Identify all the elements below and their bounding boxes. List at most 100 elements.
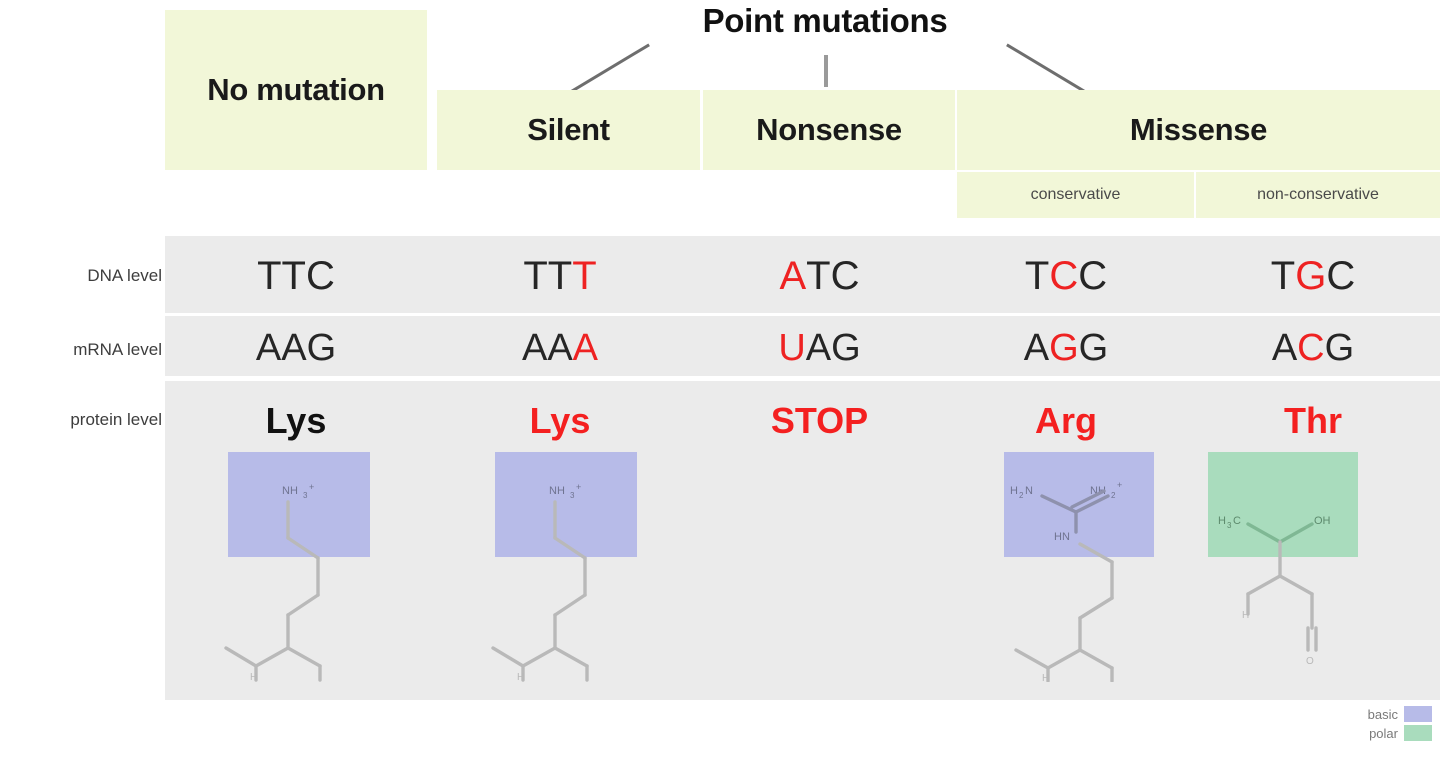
- legend-item-polar: polar: [1369, 725, 1432, 741]
- header-subtype-non-conservative: non-conservative: [1196, 172, 1440, 218]
- row-band-mrna: [165, 316, 1440, 376]
- header-no-mutation-label: No mutation: [207, 72, 385, 107]
- connector-line-missense: [1006, 43, 1090, 96]
- legend-item-basic: basic: [1368, 706, 1432, 722]
- mutated-base: U: [778, 326, 806, 369]
- base: C: [1078, 253, 1108, 298]
- svg-text:+: +: [1117, 480, 1122, 490]
- row-label-mrna: mRNA level: [73, 340, 162, 359]
- molecule-lysine-no-mutation: NH 3 + H: [170, 452, 430, 682]
- svg-text:2: 2: [1019, 491, 1024, 500]
- legend-swatch-basic: [1404, 706, 1432, 722]
- svg-text:H: H: [1218, 515, 1226, 527]
- row-label-dna: DNA level: [87, 266, 162, 285]
- base: T: [1024, 253, 1050, 298]
- svg-text:O: O: [1306, 656, 1314, 667]
- base: AG: [805, 326, 861, 369]
- base: C: [1326, 253, 1356, 298]
- base: T: [1270, 253, 1296, 298]
- base: G: [1078, 326, 1109, 369]
- threonine-structure-icon: H 3 C OH H O: [1208, 452, 1358, 667]
- header-category-missense: Missense: [957, 90, 1440, 170]
- connector-line-silent: [566, 43, 650, 96]
- connector-line-nonsense: [824, 55, 828, 87]
- molecule-arginine: H 2 N NH 2 + HN: [950, 452, 1210, 682]
- svg-text:H: H: [1242, 610, 1249, 621]
- svg-text:+: +: [309, 482, 314, 492]
- protein-nonsense: STOP: [693, 392, 946, 450]
- header-category-nonsense-label: Nonsense: [756, 112, 902, 147]
- mutated-base: G: [1295, 253, 1327, 298]
- svg-text:NH: NH: [1090, 485, 1106, 497]
- header-category-silent: Silent: [437, 90, 700, 170]
- legend-label-polar: polar: [1369, 725, 1398, 741]
- mutated-base: G: [1049, 326, 1079, 369]
- protein-label: STOP: [770, 400, 869, 441]
- header-subtype-conservative-label: conservative: [1030, 186, 1121, 203]
- base: A: [1271, 326, 1298, 369]
- base: TTC: [257, 253, 335, 298]
- header-no-mutation: No mutation: [165, 10, 427, 170]
- svg-text:NH: NH: [549, 485, 565, 497]
- mutated-base: T: [572, 253, 597, 298]
- header-subtype-non-conservative-label: non-conservative: [1257, 186, 1379, 203]
- legend-swatch-polar: [1404, 725, 1432, 741]
- protein-missense-conservative: Arg: [946, 392, 1186, 450]
- mutated-base: C: [1297, 326, 1325, 369]
- svg-text:3: 3: [1227, 521, 1232, 530]
- mutated-base: C: [1049, 253, 1079, 298]
- svg-text:NH: NH: [282, 485, 298, 497]
- protein-silent: Lys: [427, 392, 693, 450]
- row-band-dna: [165, 236, 1440, 313]
- protein-label: Lys: [265, 400, 327, 441]
- molecule-lysine-silent: NH 3 + H: [437, 452, 697, 682]
- svg-text:H: H: [517, 672, 524, 682]
- base: AA: [521, 326, 573, 369]
- dna-codon-no-mutation: TTC: [165, 245, 427, 307]
- svg-text:OH: OH: [1314, 515, 1331, 527]
- base: AAG: [255, 326, 337, 369]
- svg-text:C: C: [1233, 515, 1241, 527]
- base: G: [1324, 326, 1355, 369]
- svg-text:3: 3: [570, 491, 575, 500]
- header-subtype-conservative: conservative: [957, 172, 1194, 218]
- svg-text:3: 3: [303, 491, 308, 500]
- protein-missense-non-conservative: Thr: [1186, 392, 1440, 450]
- svg-text:2: 2: [1111, 491, 1116, 500]
- svg-text:+: +: [576, 482, 581, 492]
- arginine-structure-icon: H 2 N NH 2 + HN: [1004, 452, 1154, 682]
- header-category-missense-label: Missense: [1129, 112, 1268, 147]
- protein-row: Lys Lys STOP Arg Thr: [165, 392, 1440, 450]
- mutated-base: A: [779, 253, 807, 298]
- mrna-codon-no-mutation: AAG: [165, 320, 427, 376]
- lysine-structure-icon: NH 3 + H: [224, 452, 370, 682]
- page-title: Point mutations: [702, 2, 948, 39]
- header-category-silent-label: Silent: [527, 112, 610, 147]
- molecule-threonine: H 3 C OH H O: [1198, 452, 1440, 682]
- base: A: [1023, 326, 1050, 369]
- protein-no-mutation: Lys: [165, 392, 427, 450]
- mutated-base: A: [572, 326, 599, 369]
- row-label-protein: protein level: [70, 410, 162, 429]
- protein-label: Thr: [1284, 400, 1342, 441]
- svg-text:HN: HN: [1054, 531, 1070, 543]
- svg-text:H: H: [1042, 673, 1049, 682]
- svg-text:H: H: [1010, 485, 1018, 497]
- protein-label: Lys: [529, 400, 591, 441]
- svg-text:N: N: [1025, 485, 1033, 497]
- base: TT: [523, 253, 573, 298]
- protein-label: Arg: [1035, 400, 1097, 441]
- lysine-structure-icon: NH 3 + H: [491, 452, 637, 682]
- legend: basic polar: [1368, 706, 1432, 741]
- legend-label-basic: basic: [1367, 706, 1398, 722]
